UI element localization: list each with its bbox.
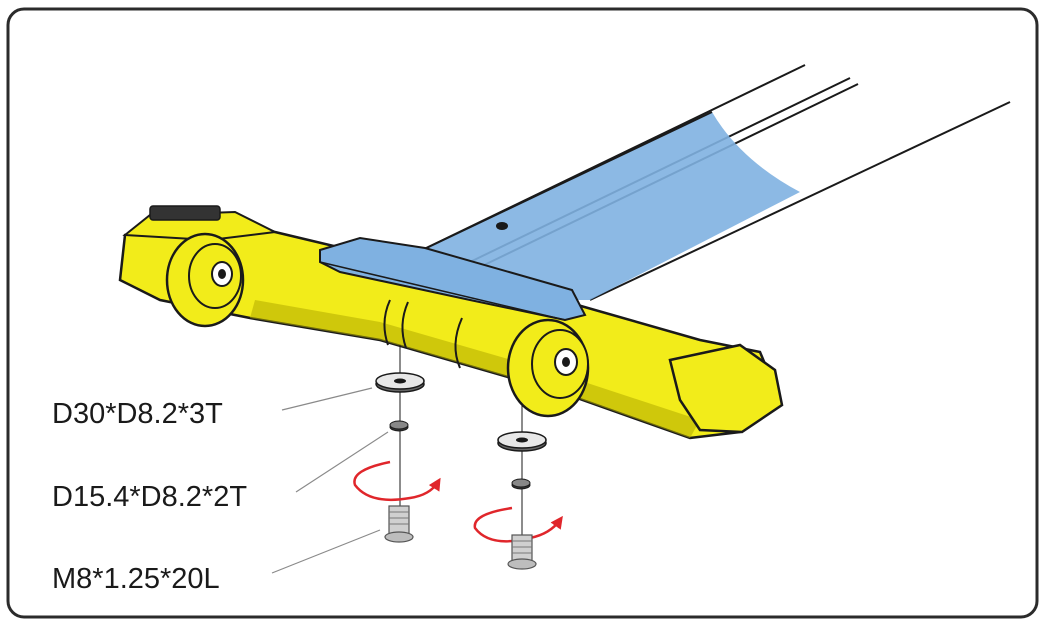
label-bolt: M8*1.25*20L [52,563,220,595]
label-washer-large: D30*D8.2*3T [52,398,223,430]
right-bolt [507,534,537,570]
right-large-washer [497,431,547,452]
left-wheel [165,232,245,328]
left-small-washer [389,420,409,432]
leader-washer-small [295,431,389,493]
left-rotate-arrow-icon [353,460,441,502]
right-rotate-arrow-icon [473,506,563,543]
mounting-plate [319,236,587,322]
main-beam [330,64,1011,305]
left-bolt [384,505,414,543]
beam-blue-shade [418,112,800,300]
leader-washer-large [281,387,373,411]
label-washer-small: D15.4*D8.2*2T [52,481,247,513]
right-small-washer [511,478,531,490]
leader-bolt [271,529,381,574]
left-large-washer [375,372,425,393]
right-wheel [506,318,590,418]
beam-hole [496,222,508,230]
